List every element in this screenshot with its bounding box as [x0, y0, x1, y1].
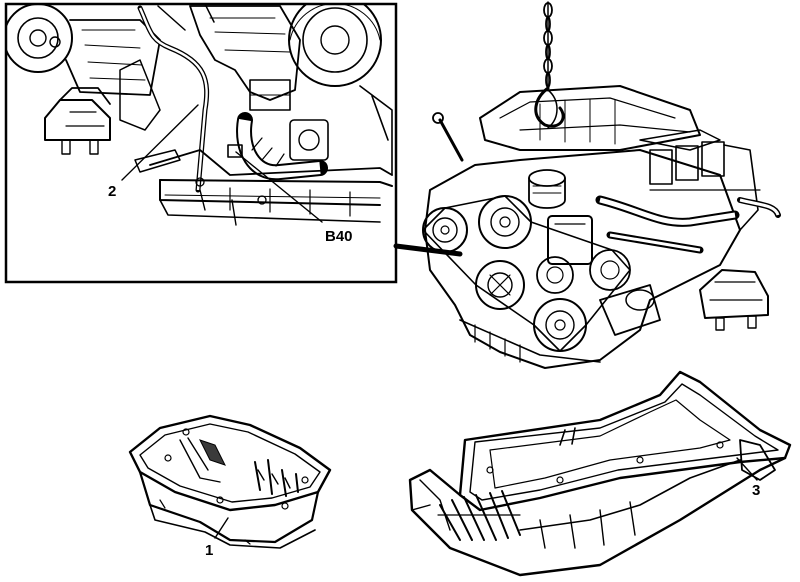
engine-mount-right	[699, 269, 769, 331]
oil-level-sensor-b40	[227, 144, 243, 158]
oil-filler-cap	[528, 169, 566, 209]
oil-pan-lower-small: 1	[128, 414, 332, 559]
starter-motor	[599, 284, 661, 336]
leader-callout-1	[214, 517, 229, 539]
callout-3: 3	[752, 482, 760, 499]
engine-assembly	[422, 85, 781, 369]
leader-callout-2	[121, 104, 199, 181]
inset-hose-2	[137, 5, 215, 193]
callout-1: 1	[205, 542, 213, 559]
leader-callout-3	[736, 457, 758, 481]
detail-inset: 2 B40	[4, 2, 398, 284]
lifting-chain	[534, 1, 565, 129]
inset-pulley-left	[7, 5, 161, 96]
inset-oil-pan	[134, 149, 393, 226]
inset-engine-block	[189, 5, 301, 111]
callout-2: 2	[108, 183, 116, 200]
power-steering-reservoir	[547, 215, 593, 265]
callout-b40: B40	[325, 228, 353, 245]
oil-pan-upper-large: 3	[408, 370, 792, 577]
ignition-coils	[639, 129, 781, 231]
leader-callout-b40	[235, 151, 323, 223]
inset-pulley-right	[288, 5, 393, 176]
inset-engine-mount	[44, 59, 161, 155]
front-pulleys	[422, 195, 631, 352]
